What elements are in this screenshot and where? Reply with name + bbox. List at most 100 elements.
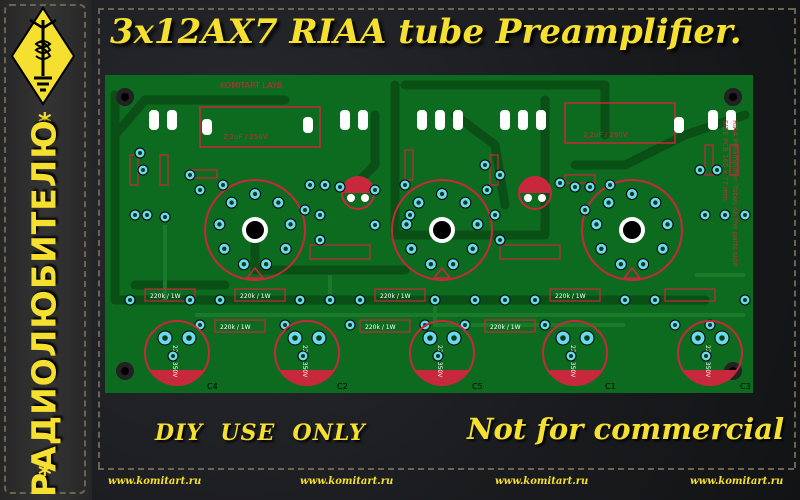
tube-pins — [213, 188, 674, 271]
cap-label: C1 — [605, 382, 616, 391]
cap-pad-hole — [719, 335, 725, 341]
via-pad-hole — [198, 323, 202, 327]
tube-pin-hole — [229, 200, 234, 205]
vertical-slogan-text: РАДИОЛЮБИТЕЛЮ — [24, 119, 64, 497]
cap-polarity-band — [280, 370, 334, 385]
via-pad-hole — [558, 181, 562, 185]
resistor-label: 220k / 1W — [150, 293, 181, 300]
small-caps — [341, 176, 552, 210]
cap-outline — [274, 320, 340, 386]
via-pad-hole — [338, 185, 342, 189]
cap-pad-hole — [695, 335, 701, 341]
via-pad-hole — [698, 168, 702, 172]
connector-pads — [149, 110, 736, 135]
via-pad-hole — [408, 213, 412, 217]
cap-pad-hole — [292, 335, 298, 341]
via-pad-hole — [298, 298, 302, 302]
via-pad-hole — [403, 183, 407, 187]
via-pads — [124, 147, 751, 331]
via-pad-hole — [498, 238, 502, 242]
cap-polarity-band — [683, 370, 737, 385]
resistor-label: 220k / 1W — [380, 293, 411, 300]
via-pad-hole — [485, 188, 489, 192]
via-pad-hole — [743, 213, 747, 217]
diy-notice: DIY USE ONLY — [155, 420, 366, 446]
tube-pin-hole — [288, 222, 293, 227]
via-pad-hole — [308, 183, 312, 187]
via-pad-hole — [188, 173, 192, 177]
via-pad-hole — [463, 323, 467, 327]
cap-rating: 22uF 350V — [171, 345, 178, 378]
via-pad-hole — [543, 323, 547, 327]
via-pad-hole — [138, 151, 142, 155]
via-pad-hole — [328, 298, 332, 302]
cap-rating: 22uF 350V — [569, 345, 576, 378]
via-pad-hole — [128, 298, 132, 302]
tube-pin-hole — [222, 246, 227, 252]
via-pad-hole — [583, 208, 587, 212]
cap-pad-hole — [560, 335, 566, 341]
cap-pad-hole — [569, 354, 573, 358]
copper-traces-thin — [163, 225, 745, 327]
tube-pin-hole — [660, 246, 665, 252]
via-pad-hole — [303, 208, 307, 212]
tube-pin-hole — [428, 262, 434, 267]
page-title: 3x12AX7 RIAA tube Preamplifier. — [110, 12, 742, 52]
via-pad-hole — [493, 213, 497, 217]
stitch-border — [98, 468, 794, 470]
cap-label: C3 — [740, 382, 751, 391]
sidebar-stitch — [4, 4, 86, 494]
tube-pin-hole — [217, 222, 222, 227]
resistor-label: 220k / 1W — [365, 324, 396, 331]
cap-pad-hole — [301, 354, 305, 358]
sidebar: * РАДИОЛЮБИТЕЛЮ * — [0, 0, 92, 500]
resistor-label: 220k / 1W — [490, 324, 521, 331]
tube-pin-hole — [470, 246, 475, 252]
stitch-border — [98, 8, 100, 468]
cap-outline — [409, 320, 475, 386]
cap-pad-hole — [427, 335, 433, 341]
via-pad-hole — [483, 163, 487, 167]
cap-outline — [542, 320, 608, 386]
tube-pin-hole — [640, 262, 646, 267]
via-pad-hole — [318, 238, 322, 242]
cap-polarity-band — [548, 370, 602, 385]
tube-pin-hole — [629, 191, 635, 197]
via-pad-hole — [708, 323, 712, 327]
via-pad-hole — [218, 298, 222, 302]
via-pad-hole — [715, 168, 719, 172]
cap-polarity-band — [150, 370, 204, 385]
cap-outline — [677, 320, 743, 386]
cap-pad-hole — [171, 354, 175, 358]
via-pad-hole — [373, 223, 377, 227]
via-pad-hole — [188, 298, 192, 302]
tube-pin-hole — [665, 222, 670, 227]
radio-amateur-logo-icon — [10, 6, 76, 106]
via-pad-hole — [141, 168, 145, 172]
via-pad-hole — [283, 323, 287, 327]
footer-url[interactable]: www.komitart.ru — [495, 476, 589, 487]
via-pad-hole — [703, 213, 707, 217]
electrolytic-caps: C422uF 350VC222uF 350VC522uF 350VC122uF … — [144, 320, 751, 391]
tube-pin-hole — [276, 200, 281, 205]
tube-pin-hole — [463, 200, 468, 205]
via-pad-hole — [723, 213, 727, 217]
via-pad-hole — [163, 215, 167, 219]
film-cap-label: 2,2uF / 250V — [583, 131, 628, 139]
cap-pad-hole — [316, 335, 322, 341]
stitch-border — [794, 8, 796, 468]
cap-pad-hole — [704, 354, 708, 358]
tube-pin-hole — [599, 246, 604, 252]
footer-url[interactable]: www.komitart.ru — [690, 476, 784, 487]
cap-label: C5 — [472, 382, 483, 391]
footer-url[interactable]: www.komitart.ru — [300, 476, 394, 487]
cap-pad-hole — [451, 335, 457, 341]
tube-pin-hole — [475, 222, 480, 227]
footer-url[interactable]: www.komitart.ru — [108, 476, 202, 487]
resistor-label: 220k / 1W — [555, 293, 586, 300]
pcb-top-label: KOMITART LAYB — [220, 81, 282, 90]
via-pad-hole — [373, 188, 377, 192]
cap-pad-hole — [162, 335, 168, 341]
via-pad-hole — [318, 213, 322, 217]
via-pad-hole — [653, 298, 657, 302]
